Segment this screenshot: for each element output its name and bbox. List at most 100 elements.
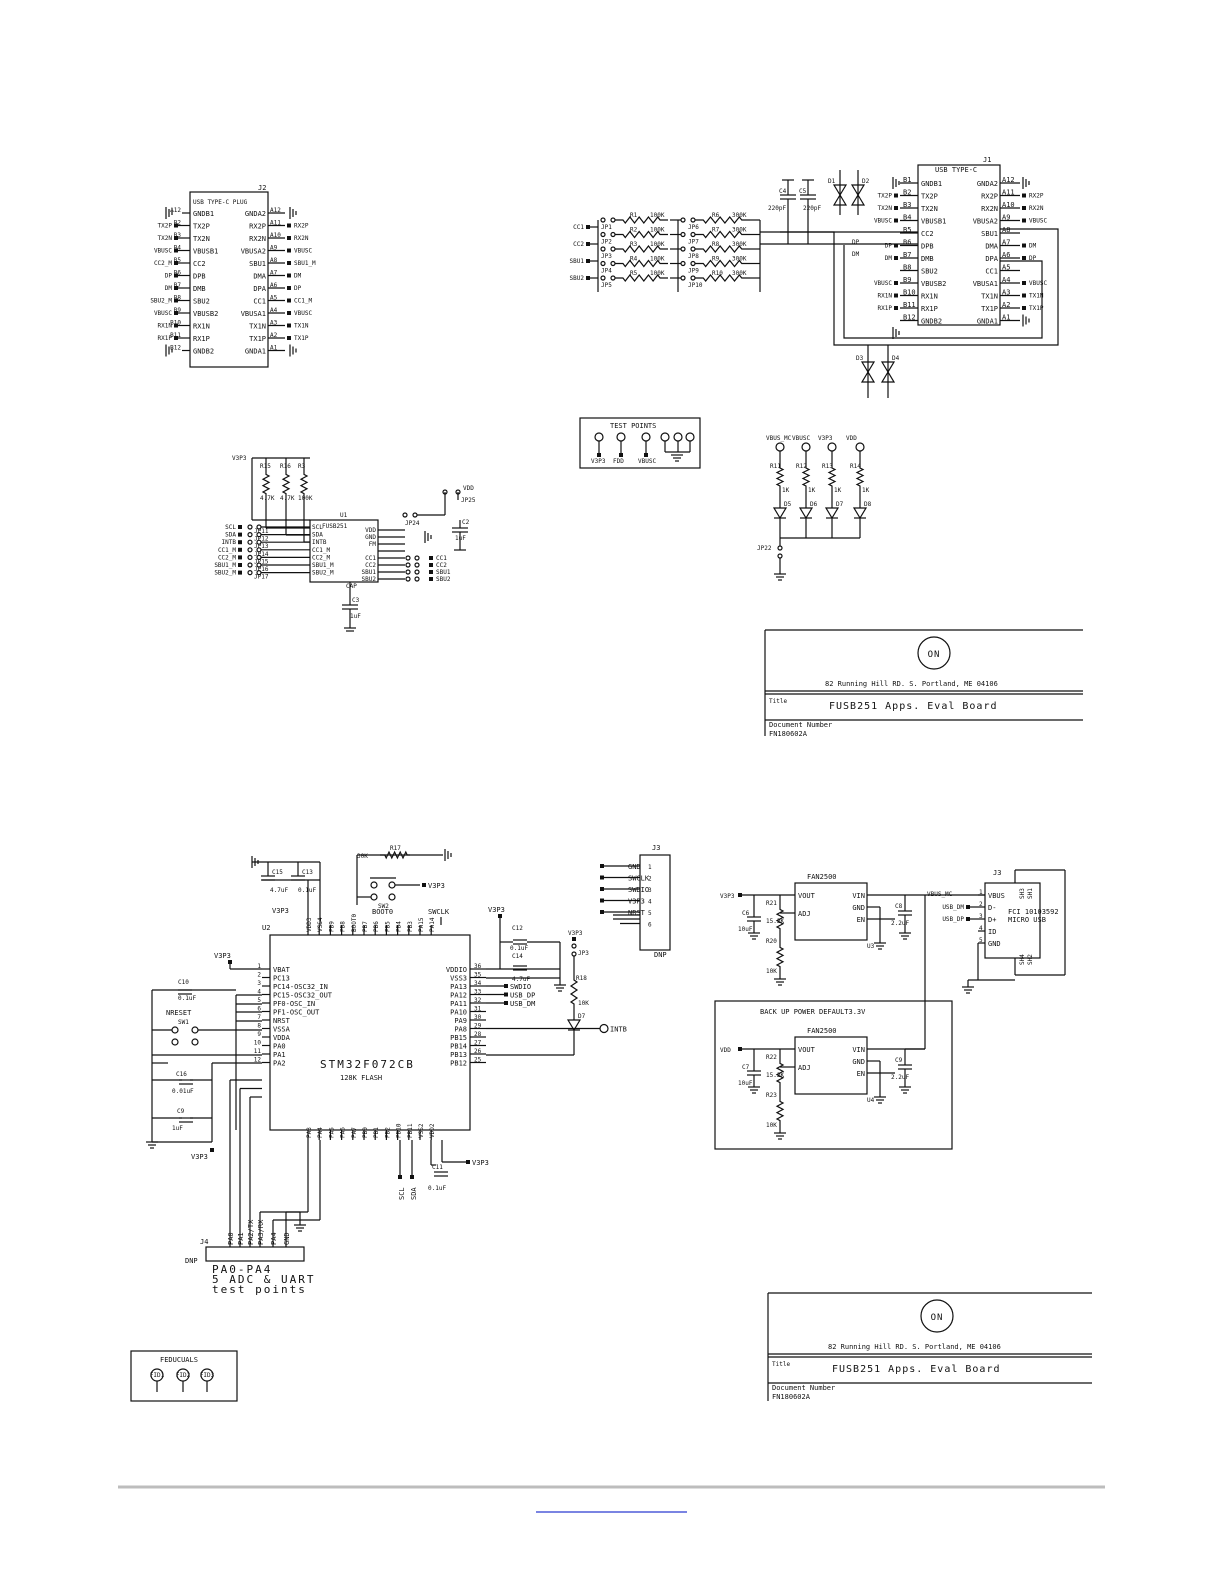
fusb-right-pin: FM: [369, 541, 377, 548]
u1-part: FUSB251: [322, 523, 348, 530]
net-port: [466, 1160, 470, 1164]
mcu-left-pin: PC14-OSC32_IN: [273, 983, 328, 991]
vdda-v3p3: V3P3: [191, 1153, 208, 1161]
reg-ref: U3: [867, 943, 875, 950]
jumper-pad: [405, 576, 411, 582]
cap-ref: C16: [176, 1071, 187, 1078]
j2-left-name: DPB: [193, 273, 206, 281]
jumper-label: JP5: [601, 282, 612, 289]
resistor-ref: R3: [630, 241, 638, 248]
mcu-right-pin: PB15: [450, 1034, 467, 1042]
d2-ref: D2: [862, 178, 870, 185]
j2-right-num: A8: [270, 257, 278, 264]
j4-pin-label: PA4: [270, 1232, 278, 1245]
net-port: [1022, 243, 1026, 248]
j1-left-net: TX2P: [878, 193, 893, 200]
net-port: [586, 276, 590, 280]
r17-val: 30K: [357, 853, 368, 860]
j1-left-name: CC2: [921, 230, 934, 238]
mcu-left-pin: PF1-OSC_OUT: [273, 1009, 320, 1017]
intb-test-point: [599, 1023, 609, 1034]
j2-left-num: B9: [174, 307, 182, 314]
j4-caption-1: PA0-PA4: [212, 1263, 272, 1276]
regulator-u3: FAN2500U3VOUTADJVINGNDENV3P3C610uFR2115.…: [720, 873, 985, 1049]
test-points-frame: [579, 417, 701, 469]
resistor: [380, 850, 412, 860]
cap-c5: C5 220pF: [799, 179, 821, 244]
reg-pin-vout: VOUT: [798, 892, 816, 900]
led-ref: D6: [810, 501, 818, 508]
mcu-right-num: 33: [474, 989, 482, 996]
j1-left-net: DM: [885, 255, 893, 262]
fusb-left-pin: SCL: [312, 524, 323, 531]
j1-right-net: TX1P: [1029, 305, 1044, 312]
fusb-jumper: JP15: [254, 558, 269, 565]
fusb-jumper: JP11: [254, 528, 269, 535]
j4-pin-label: PA0: [227, 1232, 235, 1245]
c4-ref: C4: [779, 188, 787, 195]
reg-body: [794, 882, 868, 941]
j1-right-num: A12: [1002, 176, 1015, 184]
mcu-left-num: 4: [257, 989, 261, 996]
mcu-right-num: 31: [474, 1006, 482, 1013]
sda-label: SDA: [410, 1187, 418, 1200]
swd-pin-name: NRST: [628, 909, 646, 917]
swd-pin-num: 3: [648, 887, 652, 894]
fiducial-label: FID3: [200, 1372, 215, 1379]
reg-in-net: VDD: [720, 1047, 731, 1054]
jumper-pad: [414, 562, 420, 568]
test-point-label: V3P3: [591, 458, 606, 465]
j1-right-net: RX2P: [1029, 193, 1044, 200]
backup-frame: [714, 1000, 953, 1150]
mcu-top-pin: PB5: [384, 921, 391, 932]
led-resistor-val: 1K: [862, 487, 870, 494]
mcu-right-num: 35: [474, 972, 482, 979]
pullup-ref: R3: [298, 463, 306, 470]
led-test-point: [775, 442, 785, 452]
shield-label: SH2: [1027, 954, 1034, 965]
fusb-left-net: CC1_M: [218, 547, 236, 554]
j2-right-net: RX2N: [294, 235, 309, 242]
resistor: [299, 468, 309, 500]
doc-label: Document Number: [772, 1384, 835, 1392]
j4-pin-label: PA2/TX: [247, 1219, 255, 1245]
mcu-left-pin: VBAT: [273, 966, 291, 974]
j2-title: USB TYPE-C PLUG: [193, 199, 248, 206]
net-port: [287, 298, 291, 303]
fusb-left-net: SDA: [225, 532, 236, 539]
jumper-pad: [405, 569, 411, 575]
resistor-val: 100K: [650, 241, 665, 248]
jumper-pad: [600, 260, 606, 267]
resistor: [775, 903, 785, 935]
reg-rbot-ref: R20: [766, 938, 777, 945]
j1-right-num: A2: [1002, 301, 1010, 309]
led-resistor-ref: R13: [822, 463, 833, 470]
resistor-ref: R6: [712, 212, 720, 219]
jumper-label: JP8: [688, 253, 699, 260]
cap-ref: C11: [432, 1164, 443, 1171]
mcu-bottom-pin: PB2: [384, 1127, 391, 1138]
mcu-top-pin: PA15: [418, 917, 425, 932]
reg-cap-val: 10uF: [738, 1080, 753, 1087]
net-port: [504, 1001, 508, 1005]
j1-right-net: DM: [1029, 243, 1037, 250]
j4-pin-label: PA1: [237, 1232, 245, 1245]
reg-cin-val: 2.2uF: [891, 920, 909, 927]
resistor-ref: R10: [712, 270, 723, 277]
j2-right-net: RX2P: [294, 223, 309, 230]
net-port: [572, 937, 576, 941]
mcu-right-num: 34: [474, 980, 482, 987]
j2-left-net: DM: [165, 285, 173, 292]
cap-c4: C4 220pF: [768, 179, 796, 244]
jumper-pad: [610, 217, 616, 223]
j1-left-num: B8: [903, 264, 911, 272]
j2-left-name: RX1N: [193, 323, 210, 331]
mcu-bottom-pin: PA6: [340, 1127, 347, 1138]
mcu-left-pin: PC13: [273, 975, 290, 983]
swd-pin-num: 6: [648, 922, 652, 929]
swd-pin-num: 1: [648, 864, 652, 871]
fusb-vdd-jumpers: JP25 JP24: [402, 489, 476, 527]
jumper-pad: [247, 569, 253, 576]
